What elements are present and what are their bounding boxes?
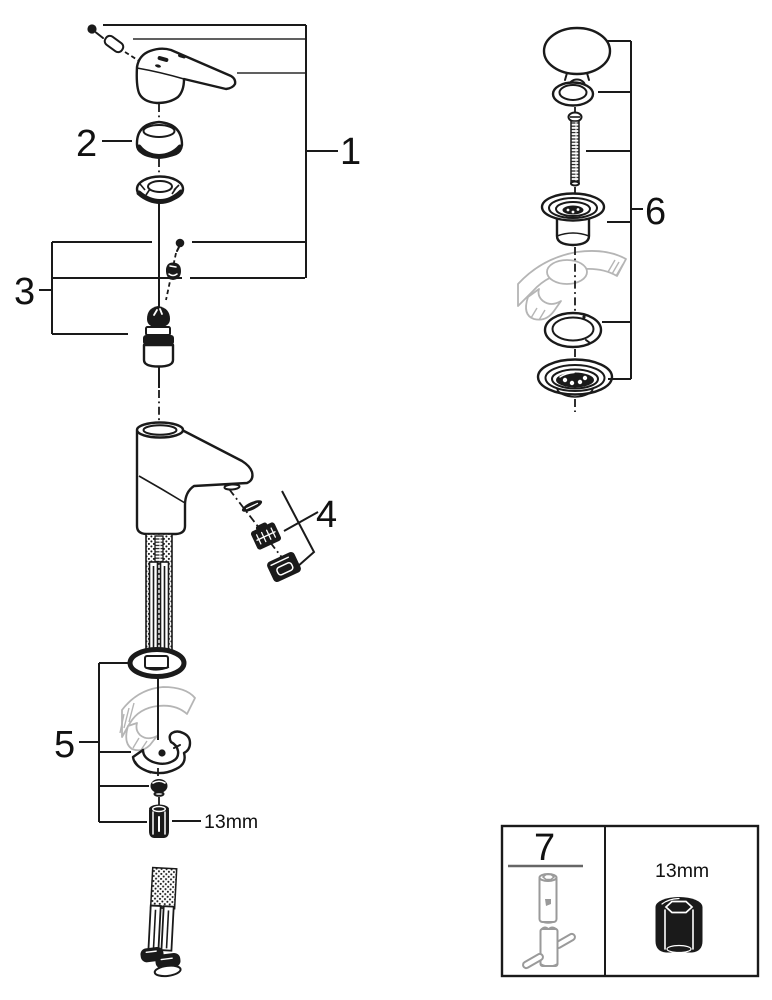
cartridge: [142, 306, 175, 368]
temperature-limiter: [165, 262, 181, 280]
callout-bracket-1: 1: [52, 24, 361, 279]
wrench-size-callout: 13mm: [172, 811, 258, 833]
callout-bracket-6: 6: [586, 40, 666, 380]
tool-box: 7 13mm: [500, 824, 760, 978]
callout-label-4: 4: [316, 494, 337, 536]
socket-nut-13mm: [655, 897, 703, 954]
callout-bracket-4: 4: [281, 490, 337, 568]
callout-label-1: 1: [340, 131, 361, 173]
base-gasket: [127, 647, 187, 679]
mounting-tool: [522, 873, 576, 970]
callout-bracket-5: 5: [54, 662, 149, 823]
aerator-insert: [250, 522, 282, 550]
supply-hoses: [140, 866, 182, 978]
hex-nut-13mm: [149, 804, 169, 838]
plug-washer: [551, 81, 595, 107]
callout-label-5: 5: [54, 724, 75, 766]
sink-ghost-left: [119, 686, 196, 752]
callout-bracket-3: 3: [14, 242, 128, 335]
lever-handle: [135, 47, 237, 105]
callout-label-2: 2: [76, 123, 97, 165]
dome-nut: [150, 779, 168, 797]
aerator-group: [228, 488, 301, 582]
callout-label-7: 7: [534, 827, 555, 869]
knurled-ring: [135, 175, 185, 205]
aerator-seal: [241, 500, 263, 512]
callout-label-6: 6: [645, 191, 666, 233]
drain-flange: [540, 192, 606, 247]
faucet-body: [135, 421, 254, 536]
drain-assembly: [517, 26, 627, 412]
mounting-horseshoe-washer: [131, 730, 192, 775]
threaded-rod: [567, 111, 583, 187]
callout-2: 2: [76, 123, 132, 165]
handle-screw: [87, 24, 148, 67]
drain-gasket-ring: [543, 311, 603, 349]
drain-body: [536, 358, 614, 398]
wrench-size-label: 13mm: [204, 811, 258, 833]
callout-label-3: 3: [14, 271, 35, 313]
sink-ghost-right: [517, 250, 627, 321]
cap-ring: [135, 120, 184, 160]
faucet-shank-hoses: [145, 533, 173, 653]
wrench-size-box-label: 13mm: [655, 860, 709, 882]
aerator-housing: [267, 552, 301, 582]
